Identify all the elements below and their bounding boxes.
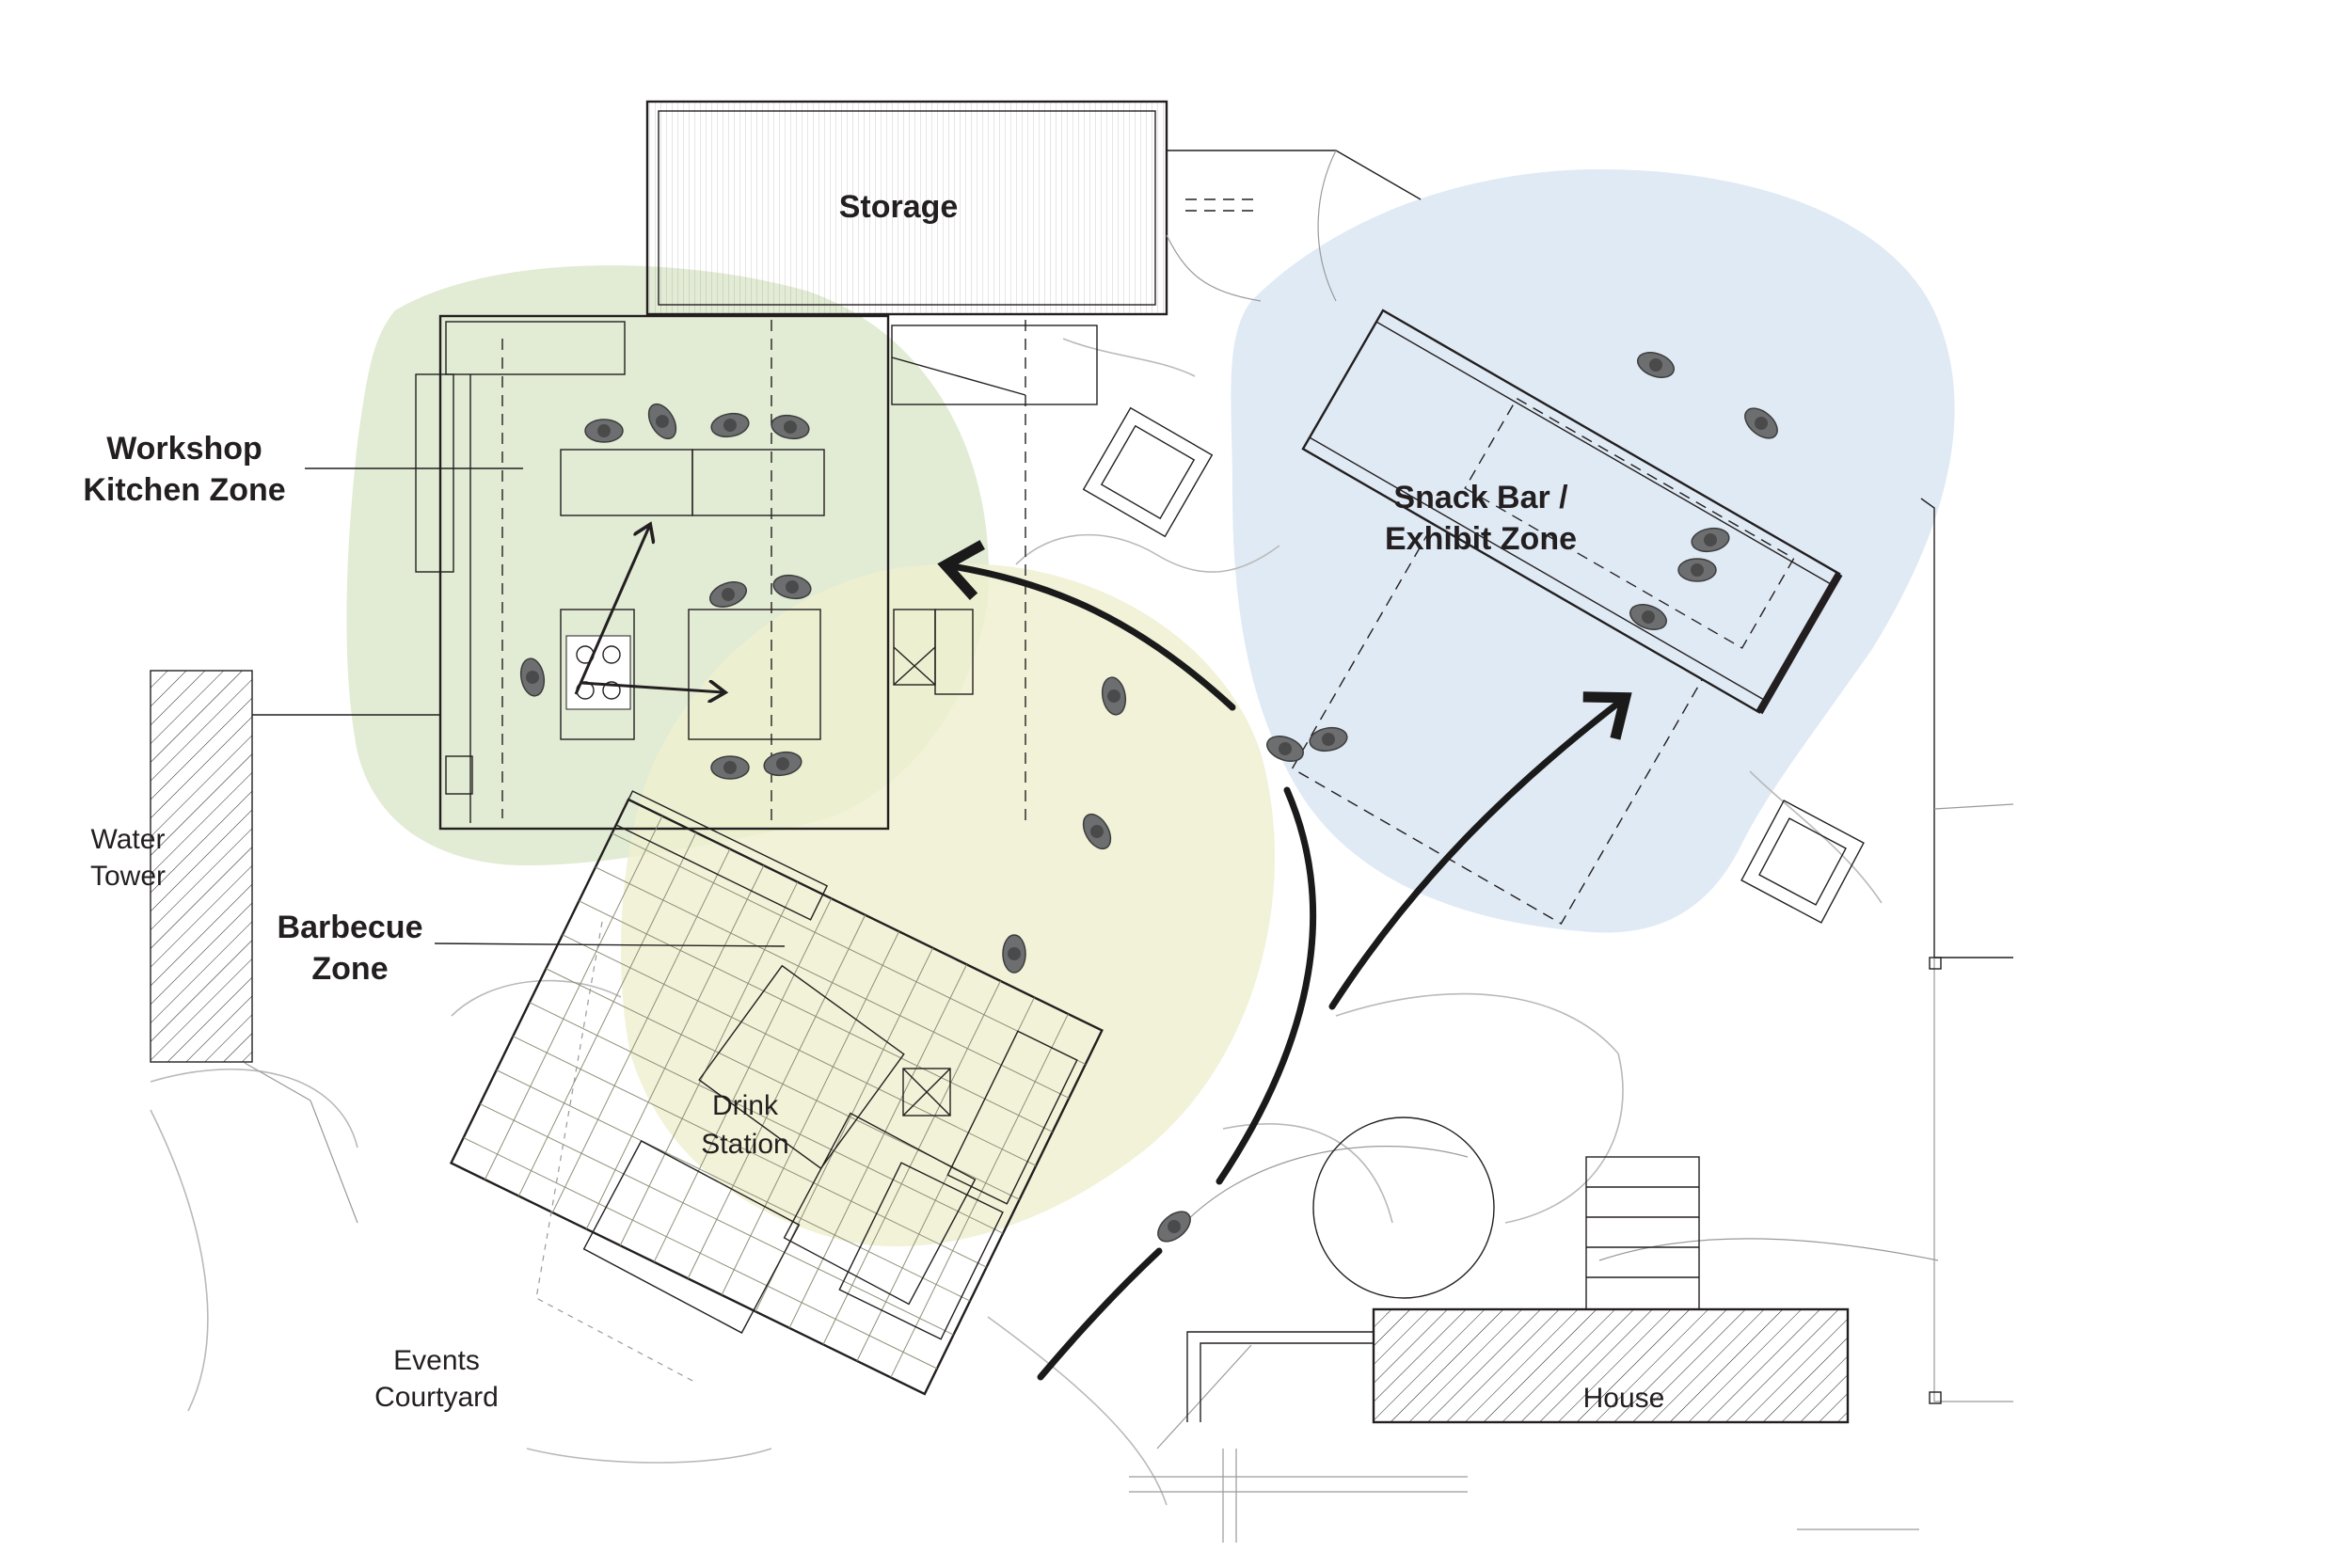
person-figure-icon	[1637, 352, 1675, 378]
water-tower-label-line1: Water	[91, 824, 166, 855]
snack-exhibit-label-line1: Snack Bar /	[1393, 480, 1568, 515]
person-figure-icon	[647, 403, 677, 440]
grill-icon	[565, 635, 631, 710]
barbecue-deck	[449, 790, 1104, 1396]
storage-container	[645, 100, 1168, 316]
label-leader-lines	[305, 467, 786, 947]
barbecue-label-line1: Barbecue	[278, 910, 423, 945]
internal-flow-arrows	[574, 527, 723, 694]
fixture-squares	[893, 609, 974, 1117]
drink-station-pads	[535, 921, 977, 1384]
water-tower-label-line2: Tower	[90, 861, 166, 892]
circulation-arrow-icon	[937, 540, 1632, 1381]
person-figure-icon	[710, 755, 750, 780]
person-figure-icon	[1082, 813, 1112, 850]
person-figure-icon	[709, 581, 747, 608]
house-label: House	[1583, 1383, 1665, 1414]
person-figure-icon	[763, 751, 803, 777]
water-tower	[150, 670, 440, 1063]
person-figure-icon	[1266, 736, 1304, 762]
property-lines	[1129, 498, 2014, 1543]
workshop-kitchen-building	[415, 314, 1098, 831]
barbecue-zone	[621, 563, 1275, 1247]
person-figure-icon	[1309, 726, 1348, 752]
people	[519, 352, 1778, 1243]
person-figure-icon	[1629, 604, 1667, 630]
person-figure-icon	[710, 412, 750, 438]
events-courtyard-label-line1: Events	[393, 1345, 480, 1376]
drink-station-label-line2: Station	[701, 1129, 788, 1160]
storage-side-lines	[1166, 150, 1422, 302]
drink-station-label-line1: Drink	[712, 1090, 779, 1121]
person-figure-icon	[1002, 934, 1026, 974]
courtyard-planters	[1082, 406, 1865, 924]
storage-label: Storage	[839, 189, 959, 225]
person-figure-icon	[772, 574, 812, 600]
person-figure-icon	[1744, 407, 1778, 439]
person-figure-icon	[1677, 558, 1717, 582]
person-figure-icon	[519, 657, 546, 697]
person-figure-icon	[771, 414, 810, 440]
events-courtyard-label-line2: Courtyard	[374, 1382, 499, 1413]
house	[1186, 1117, 1850, 1424]
snack-exhibit-zone	[1231, 169, 1955, 933]
workshop-kitchen-label-line2: Kitchen Zone	[83, 472, 285, 508]
workshop-kitchen-label-line1: Workshop	[106, 431, 262, 467]
person-figure-icon	[1101, 676, 1127, 716]
barbecue-label-line2: Zone	[311, 951, 388, 987]
snack-exhibit-label-line2: Exhibit Zone	[1385, 521, 1577, 557]
person-figure-icon	[584, 419, 624, 443]
snack-bar-container	[1291, 309, 1843, 925]
person-figure-icon	[1691, 527, 1730, 553]
person-figure-icon	[1157, 1211, 1191, 1243]
